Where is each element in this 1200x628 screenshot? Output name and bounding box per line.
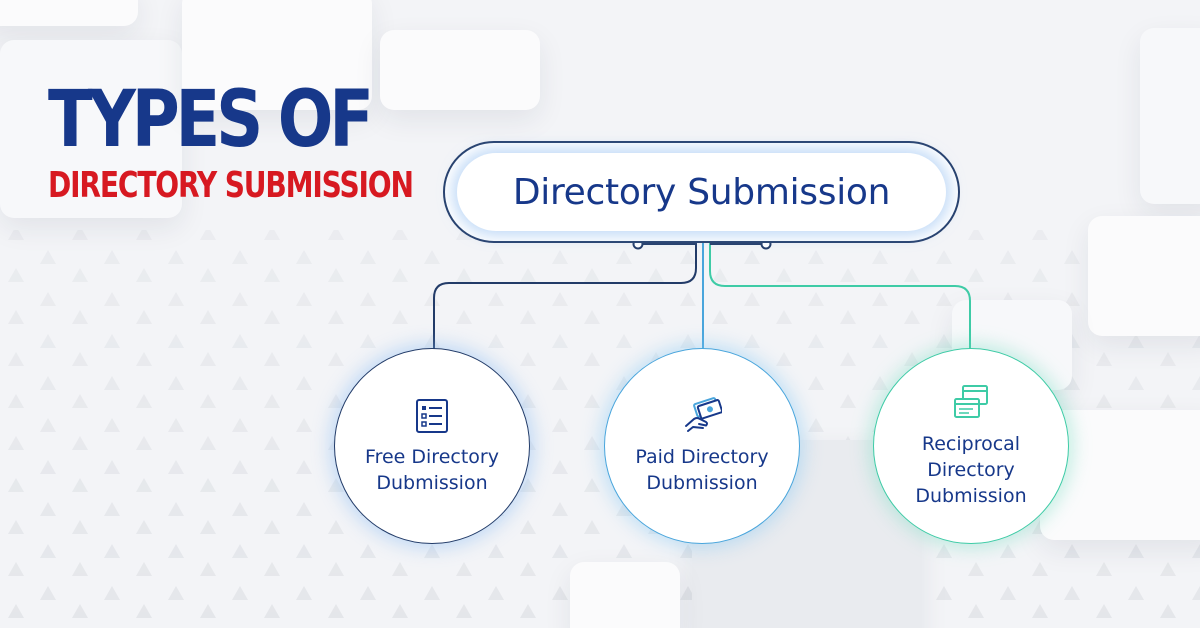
bg-tile xyxy=(0,40,182,218)
bg-tile xyxy=(182,0,372,110)
node-label-line: Dubmission xyxy=(915,485,1027,507)
node-label-line: Dubmission xyxy=(646,472,758,494)
node-label: Paid Directory Dubmission xyxy=(635,444,768,496)
bg-tile xyxy=(570,562,680,628)
node-reciprocal-directory: Reciprocal Directory Dubmission xyxy=(873,348,1069,544)
root-node-label: Directory Submission xyxy=(512,171,891,213)
page-title: TYPES OF DIRECTORY SUBMISSION xyxy=(48,78,516,206)
node-label: Free Directory Dubmission xyxy=(365,444,499,496)
root-node-inner: Directory Submission xyxy=(457,153,946,231)
node-label-line: Directory xyxy=(927,459,1015,481)
node-label-line: Free Directory xyxy=(365,446,499,468)
connector-free xyxy=(433,236,697,350)
checklist-icon xyxy=(416,399,448,433)
linked-windows-icon xyxy=(954,385,988,418)
bg-tile xyxy=(1088,216,1200,336)
title-line-1: TYPES OF xyxy=(48,75,374,165)
node-label-line: Dubmission xyxy=(376,472,488,494)
bg-tile xyxy=(380,30,540,110)
node-label: Reciprocal Directory Dubmission xyxy=(915,431,1026,509)
title-line-2: DIRECTORY SUBMISSION xyxy=(48,165,414,206)
node-label-line: Reciprocal xyxy=(921,433,1021,455)
node-paid-directory: Paid Directory Dubmission xyxy=(604,348,800,544)
bg-tile xyxy=(0,0,138,26)
node-free-directory: Free Directory Dubmission xyxy=(334,348,530,544)
bg-tile xyxy=(1140,28,1200,204)
node-label-line: Paid Directory xyxy=(635,446,769,468)
hand-cash-icon xyxy=(685,397,722,432)
connector-reciprocal xyxy=(709,236,971,350)
root-node: Directory Submission xyxy=(443,141,960,243)
